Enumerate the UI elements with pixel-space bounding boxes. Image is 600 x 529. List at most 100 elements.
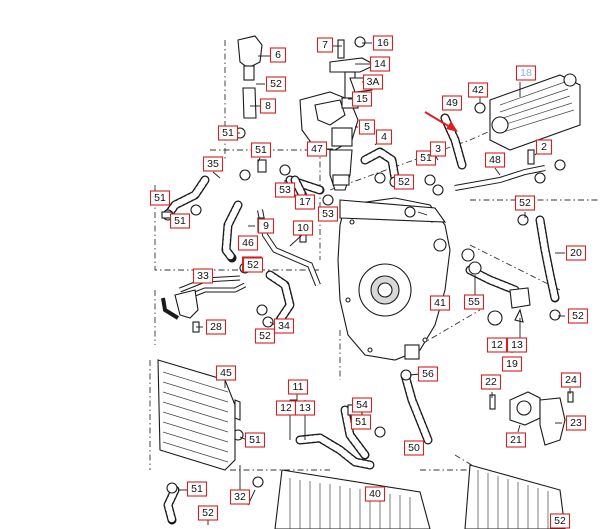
- callout-label: 3A: [367, 76, 380, 88]
- callout-40: 40: [364, 486, 386, 502]
- callout-14: 14: [369, 56, 391, 72]
- callout-12: 12: [486, 337, 508, 353]
- callout-9: 9: [257, 218, 275, 234]
- callout-label: 5: [364, 121, 370, 133]
- callout-28: 28: [205, 319, 227, 335]
- callout-label: 54: [356, 399, 368, 411]
- callout-52: 52: [393, 174, 415, 190]
- callout-label: 19: [506, 358, 518, 370]
- callout-label: 12: [280, 402, 292, 414]
- callout-45: 45: [215, 365, 237, 381]
- callout-label: 51: [154, 192, 166, 204]
- callout-label: 10: [297, 222, 309, 234]
- callout-17: 17: [294, 194, 316, 210]
- callout-52: 52: [567, 308, 589, 324]
- callout-53: 53: [317, 206, 339, 222]
- callout-13: 13: [506, 337, 528, 353]
- callout-label: 13: [511, 339, 523, 351]
- callout-46: 46: [237, 235, 259, 251]
- callout-10: 10: [292, 220, 314, 236]
- callout-24: 24: [560, 372, 582, 388]
- callout-label: 52: [572, 310, 584, 322]
- callout-label: 15: [356, 93, 368, 105]
- thermostat-housing: [329, 36, 377, 109]
- callout-label: 51: [174, 215, 186, 227]
- callout-label: 11: [293, 381, 304, 393]
- callout-label: 22: [485, 376, 497, 388]
- callout-label: 51: [222, 127, 234, 139]
- callout-12: 12: [275, 400, 297, 416]
- callout-label: 24: [565, 374, 577, 386]
- callout-label: 17: [299, 196, 311, 208]
- callout-16: 16: [372, 35, 394, 51]
- callout-2: 2: [535, 139, 553, 155]
- valve-unit-6: [237, 35, 263, 119]
- callout-label: 32: [234, 491, 246, 503]
- pipe-bracket: [174, 289, 199, 319]
- callout-label: 13: [299, 402, 311, 414]
- callout-18: 18: [515, 65, 537, 81]
- callout-11: 11: [287, 379, 309, 395]
- callout-label: 8: [265, 100, 271, 112]
- callout-label: 52: [270, 78, 282, 90]
- callout-6: 6: [269, 47, 287, 63]
- callout-label: 42: [472, 84, 484, 96]
- callout-52: 52: [197, 505, 219, 521]
- callout-label: 52: [519, 197, 531, 209]
- callout-51: 51: [149, 190, 171, 206]
- callout-label: 49: [446, 97, 458, 109]
- callout-label: 52: [202, 507, 214, 519]
- callout-52: 52: [265, 76, 287, 92]
- egr-cooler: [489, 73, 581, 151]
- callout-label: 52: [259, 330, 271, 342]
- radiator-right: [464, 464, 566, 529]
- callout-47: 47: [306, 141, 328, 157]
- callout-32: 32: [229, 489, 251, 505]
- callout-label: 3: [435, 143, 441, 155]
- coolant-hoses: [163, 113, 560, 525]
- callout-54: 54: [351, 397, 373, 413]
- callout-label: 4: [381, 131, 387, 143]
- callout-7: 7: [316, 37, 334, 53]
- callout-label: 53: [322, 208, 334, 220]
- callout-3A: 3A: [362, 74, 384, 90]
- callout-52: 52: [549, 513, 571, 529]
- callout-51: 51: [217, 125, 239, 141]
- callout-label: 2: [541, 141, 547, 153]
- callout-label: 35: [207, 158, 219, 170]
- callout-15: 15: [351, 91, 373, 107]
- callout-55: 55: [463, 294, 485, 310]
- callout-label: 18: [520, 67, 532, 79]
- callout-56: 56: [417, 366, 439, 382]
- callout-label: 34: [278, 320, 290, 332]
- callout-35: 35: [202, 156, 224, 172]
- callout-label: 55: [468, 296, 480, 308]
- callout-label: 6: [275, 49, 281, 61]
- callout-34: 34: [273, 318, 295, 334]
- callout-label: 33: [197, 270, 209, 282]
- callout-23: 23: [565, 415, 587, 431]
- callout-21: 21: [505, 432, 527, 448]
- callout-label: 20: [570, 247, 582, 259]
- callout-label: 50: [408, 442, 420, 454]
- callout-42: 42: [467, 82, 489, 98]
- callout-label: 52: [554, 515, 566, 527]
- callout-label: 53: [279, 184, 291, 196]
- callout-49: 49: [441, 95, 463, 111]
- callout-label: 52: [398, 176, 410, 188]
- callout-label: 46: [242, 237, 254, 249]
- callout-19: 19: [501, 356, 523, 372]
- callout-53: 53: [274, 182, 296, 198]
- callout-51: 51: [169, 213, 191, 229]
- callout-51: 51: [250, 142, 272, 158]
- callout-51: 51: [350, 414, 372, 430]
- callout-4: 4: [375, 129, 393, 145]
- callout-label: 16: [377, 37, 389, 49]
- callout-label: 52: [247, 259, 259, 271]
- callout-label: 9: [263, 220, 269, 232]
- callout-52: 52: [514, 195, 536, 211]
- callout-label: 45: [220, 367, 232, 379]
- callout-50: 50: [403, 440, 425, 456]
- callout-3: 3: [429, 141, 447, 157]
